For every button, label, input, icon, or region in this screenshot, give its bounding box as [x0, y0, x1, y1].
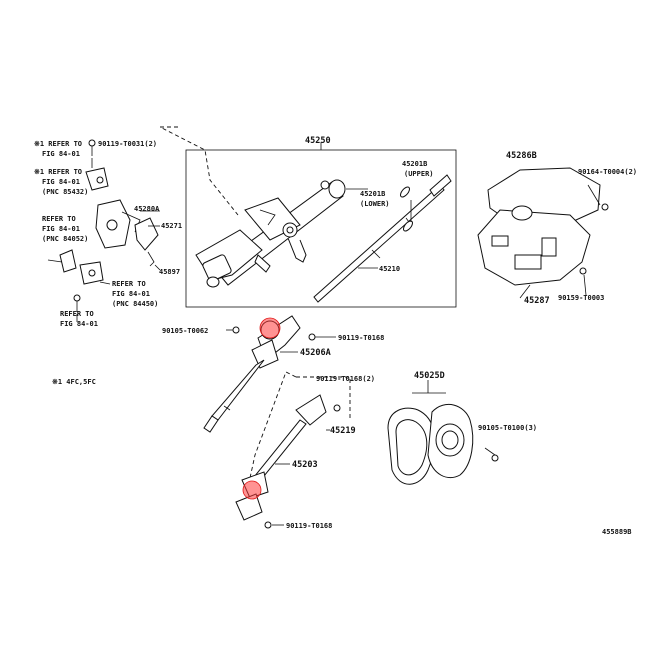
- highlight-upper-joint: [259, 317, 281, 339]
- highlight-lower-joint: [242, 480, 262, 500]
- label-ref-3: REFER TO: [42, 215, 76, 223]
- label-ref-5b: FIG 84-01: [60, 320, 98, 328]
- label-45206A: 45206A: [300, 348, 331, 358]
- label-45219: 45219: [330, 426, 356, 436]
- label-ref-4c: (PNC 84450): [112, 300, 158, 308]
- label-upper: (UPPER): [404, 170, 434, 178]
- label-ref-4b: FIG 84-01: [112, 290, 150, 298]
- lower-shaft-45203: [235, 394, 341, 521]
- label-90119-T0031: 90119-T0031(2): [98, 140, 157, 148]
- leader-lines: [47, 158, 601, 526]
- callout-labels: ※1 REFER TO FIG 84-01 90119-T0031(2) ※1 …: [34, 136, 637, 536]
- label-90119-T0168-b: 90119-T0168: [286, 522, 332, 530]
- label-45897: 45897: [159, 268, 180, 276]
- bushing-upper: [400, 186, 410, 198]
- bolt-90119-T0168-a: [308, 333, 316, 341]
- main-shaft-45210: [313, 174, 452, 303]
- boot-45025D: [387, 380, 499, 485]
- label-ref-2c: (PNC 85432): [42, 188, 88, 196]
- steering-column-tube: [195, 179, 346, 288]
- label-90119-T0168-2: 90119-T0168(2): [316, 375, 375, 383]
- bushing-lower: [403, 220, 413, 232]
- label-45025D: 45025D: [414, 371, 445, 381]
- label-90105-T0062: 90105-T0062: [162, 327, 208, 335]
- label-45201B-lower: 45201B: [360, 190, 385, 198]
- label-45210: 45210: [379, 265, 400, 273]
- label-ref-5: REFER TO: [60, 310, 94, 318]
- label-45250: 45250: [305, 136, 331, 146]
- label-45271: 45271: [161, 222, 182, 230]
- left-bracket-parts: [59, 139, 159, 312]
- label-ref-2: ※1 REFER TO: [34, 168, 82, 176]
- dashed-leader-lower: [296, 376, 351, 420]
- label-90164-T0004: 90164-T0004(2): [578, 168, 637, 176]
- label-ref-1: ※1 REFER TO: [34, 140, 82, 148]
- label-45201B-upper: 45201B: [402, 160, 427, 168]
- label-45203: 45203: [292, 460, 318, 470]
- label-ref-3c: (PNC 84052): [42, 235, 88, 243]
- label-45280A: 45280A: [134, 205, 160, 213]
- label-ref-1b: FIG 84-01: [42, 150, 80, 158]
- footnote-variant: ※1 4FC,5FC: [52, 378, 96, 386]
- label-45287: 45287: [524, 296, 550, 306]
- bolt-90105-T0062: [232, 326, 240, 334]
- label-90119-T0168-a: 90119-T0168: [338, 334, 384, 342]
- bolt-90119-T0168-b: [264, 521, 272, 529]
- label-ref-3b: FIG 84-01: [42, 225, 80, 233]
- drawing-number: 455889B: [602, 528, 632, 536]
- label-ref-2b: FIG 84-01: [42, 178, 80, 186]
- label-90105-T0100: 90105-T0100(3): [478, 424, 537, 432]
- label-45286B: 45286B: [506, 151, 537, 161]
- label-ref-4: REFER TO: [112, 280, 146, 288]
- intermediate-shaft-45206A: [203, 315, 301, 433]
- dashed-leader-upper: [159, 126, 239, 216]
- column-cover: [477, 167, 609, 286]
- label-lower: (LOWER): [360, 200, 390, 208]
- label-90159-T0003: 90159-T0003: [558, 294, 604, 302]
